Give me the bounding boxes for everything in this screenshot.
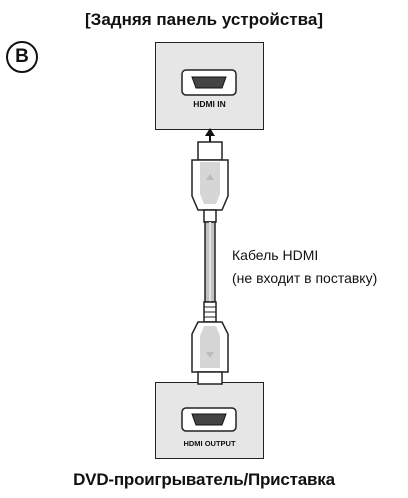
hdmi-output-port-icon — [181, 407, 237, 432]
hdmi-output-label: HDMI OUTPUT — [183, 439, 236, 448]
cable-label: Кабель HDMI — [232, 247, 319, 263]
hdmi-in-port-icon — [181, 69, 237, 96]
diagram-title: [Задняя панель устройства] — [85, 10, 323, 29]
upper-hdmi-connector-icon — [191, 141, 229, 223]
hdmi-cable-line — [204, 221, 216, 303]
cable-note: (не входит в поставку) — [232, 270, 378, 286]
hdmi-in-label: HDMI IN — [193, 99, 226, 109]
lower-hdmi-connector-icon — [191, 301, 229, 385]
step-badge: B — [6, 41, 38, 73]
source-device-title: DVD-проигрыватель/Приставка — [73, 470, 335, 489]
